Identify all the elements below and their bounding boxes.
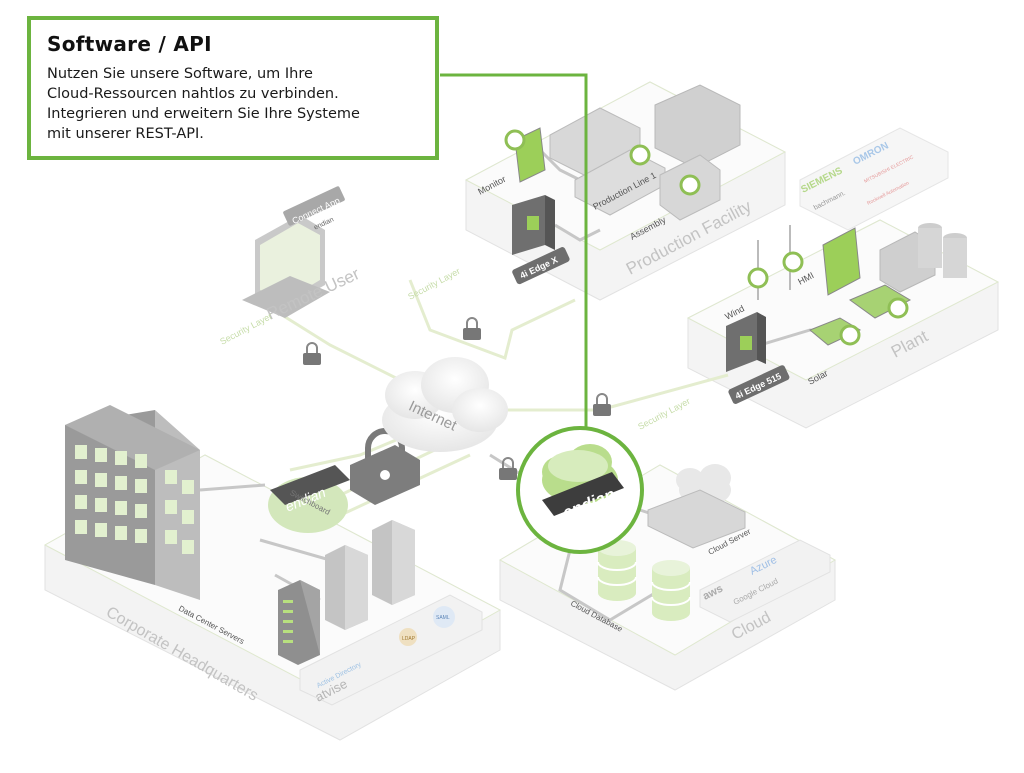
lock-icon xyxy=(593,393,611,416)
endian-small-label: endian xyxy=(313,216,335,231)
database-icon xyxy=(597,540,637,601)
plant-equipment xyxy=(726,223,967,372)
security-layer-label-2: Security Layer xyxy=(406,266,461,302)
brand-logos-industrial: SIEMENS OMRON bachmann. MITSUBISHI ELECT… xyxy=(799,127,949,231)
callout-connector-line xyxy=(440,73,588,428)
security-layer-label-3: Security Layer xyxy=(636,396,691,432)
endian-cloud-highlight: endian xyxy=(516,426,644,554)
security-layer-label-1: Security Layer xyxy=(218,311,273,347)
callout-body: Nutzen Sie unsere Software, um Ihre Clou… xyxy=(47,66,360,142)
building-icon xyxy=(65,405,200,600)
lock-icon xyxy=(499,457,517,480)
database-icon xyxy=(651,560,691,621)
server-rack-icon xyxy=(372,520,415,605)
lock-icon xyxy=(303,342,321,365)
ldap-badge: LDAP xyxy=(402,636,416,642)
laptop-icon: Connect App endian xyxy=(242,186,345,318)
server-rack-icon xyxy=(325,545,368,630)
brand-logos-cloud: aws Azure Google Cloud xyxy=(699,539,831,623)
callout-title: Software / API xyxy=(47,32,212,56)
internet-cloud: Internet xyxy=(382,357,508,452)
cloud-server-icon xyxy=(647,464,746,549)
lock-icon xyxy=(463,317,481,340)
saml-badge: SAML xyxy=(436,615,450,621)
software-api-callout: Software / API Nutzen Sie unsere Softwar… xyxy=(27,16,439,160)
production-equipment xyxy=(504,84,741,255)
endian-switchboard: endian Switchboard xyxy=(268,465,350,533)
server-rack-icon xyxy=(278,580,320,665)
brand-logos-identity: Active Directory atvise LDAP SAML xyxy=(299,594,483,706)
